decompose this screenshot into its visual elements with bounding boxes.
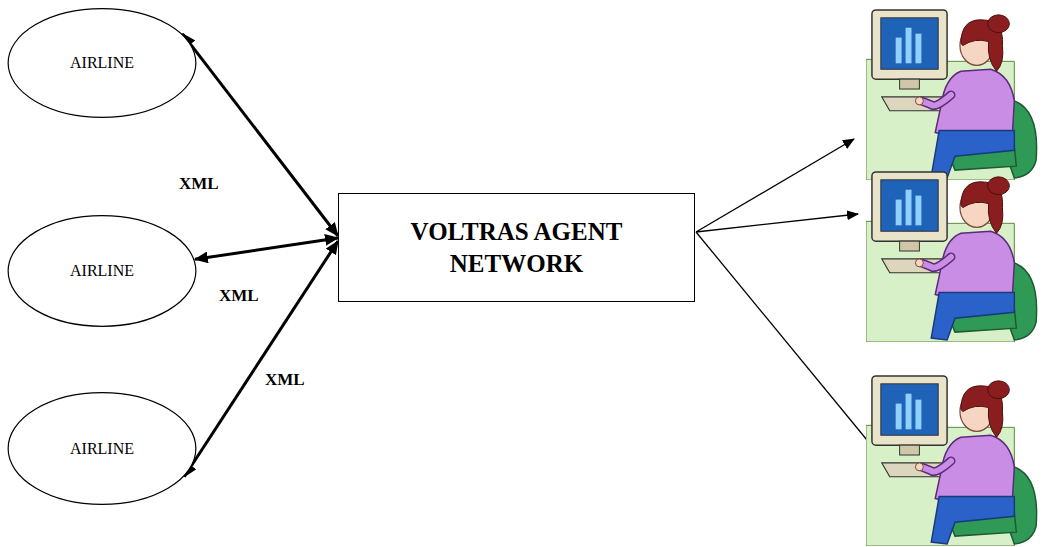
airline-name: AIRLINE [70, 54, 134, 72]
edge-label: XML [176, 173, 222, 195]
edge-label: XML [216, 285, 262, 307]
pointer-arrow [696, 139, 854, 232]
network-box: VOLTRAS AGENT NETWORK [338, 193, 695, 302]
agent-icon [866, 376, 1037, 546]
airline-name: AIRLINE [70, 262, 134, 280]
airline-ellipse: AIRLINE [7, 215, 197, 327]
xml-link [183, 34, 338, 236]
xml-link [195, 238, 338, 259]
pointer-arrow [696, 214, 858, 232]
xml-link [184, 241, 338, 477]
airline-ellipse: AIRLINE [7, 8, 197, 118]
network-title: VOLTRAS AGENT NETWORK [402, 216, 632, 279]
agent-icon [866, 10, 1037, 180]
airline-ellipse: AIRLINE [7, 392, 197, 505]
pointer-arrow [696, 232, 890, 468]
agent-icon [866, 172, 1037, 342]
airline-name: AIRLINE [70, 440, 134, 458]
edge-label: XML [262, 369, 308, 391]
